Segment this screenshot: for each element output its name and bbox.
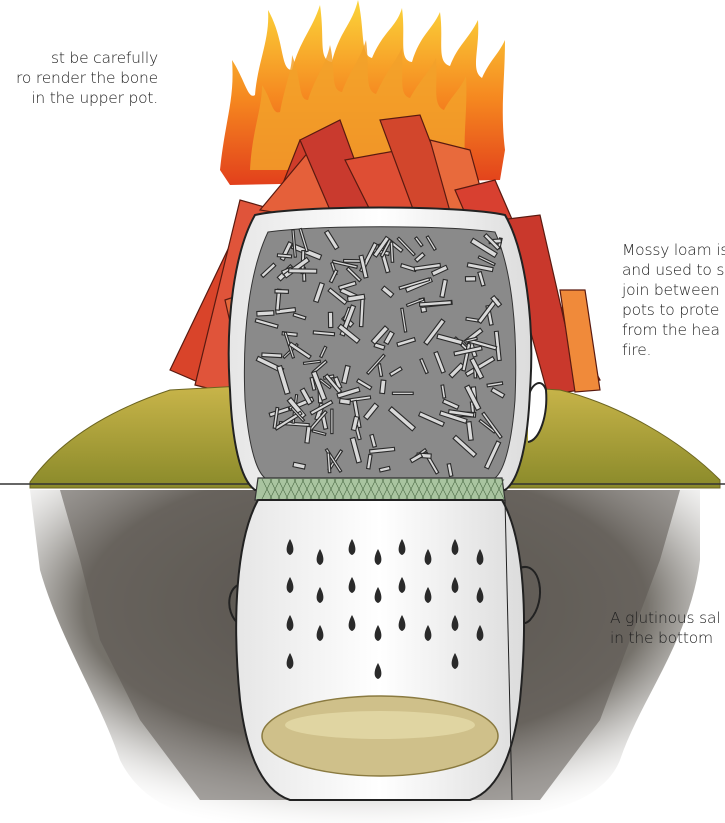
caption-upper-pot: st be carefully ro render the bone in th… (0, 48, 158, 108)
bone-fragment (359, 299, 364, 327)
bone-fragment (262, 353, 282, 358)
bone-fragment (339, 398, 350, 404)
caption-line: Mossy loam is (622, 240, 725, 260)
caption-line: and used to s (622, 260, 725, 280)
caption-mossy-loam: Mossy loam is and used to s join between… (622, 240, 725, 360)
bone-fragment (390, 242, 394, 262)
caption-glutinous-residue: A glutinous sal in the bottom (610, 608, 720, 648)
mesh-strainer (255, 478, 505, 500)
bone-fragment (331, 409, 333, 434)
caption-line: in the bottom (610, 628, 720, 648)
bone-fragment (465, 277, 475, 282)
bone-fragment (392, 392, 413, 394)
caption-line: join between (622, 280, 725, 300)
bone-fragment (289, 269, 317, 273)
bone-fragment (257, 311, 274, 316)
caption-line: pots to prote (622, 300, 725, 320)
bone-fragment (277, 254, 291, 258)
caption-line: fire. (622, 340, 725, 360)
bone-fragment (328, 312, 332, 327)
caption-line: ro render the bone (0, 68, 158, 88)
bone-fragment (380, 380, 386, 394)
bone-fragment (275, 289, 289, 293)
caption-line: from the hea (622, 320, 725, 340)
caption-line: A glutinous sal (610, 608, 720, 628)
caption-line: st be carefully (0, 48, 158, 68)
caption-line: in the upper pot. (0, 88, 158, 108)
lower-pot (229, 500, 540, 800)
